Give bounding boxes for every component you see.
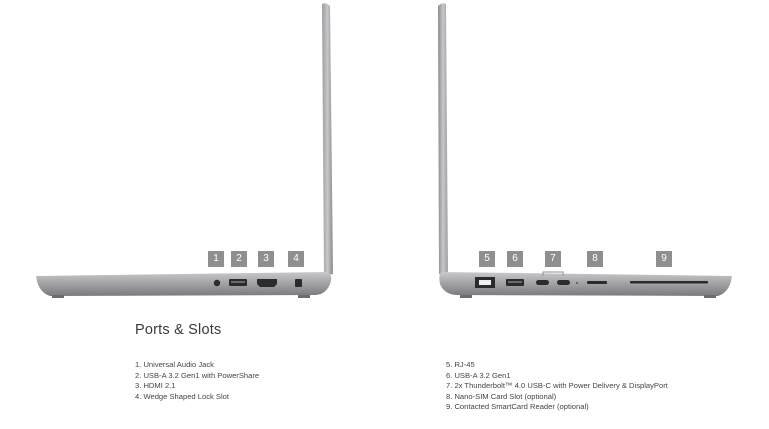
- list-item: 7. 2x Thunderbolt™ 4.0 USB-C with Power …: [446, 381, 668, 391]
- port-usb-c-icon: [536, 280, 549, 285]
- laptop-left-side-view: [36, 3, 333, 298]
- port-badge-1: 1: [208, 251, 224, 267]
- list-item: 1. Universal Audio Jack: [135, 360, 214, 369]
- left-port-list: 1. Universal Audio Jack 2. USB-A 3.2 Gen…: [135, 360, 259, 402]
- port-badge-2: 2: [231, 251, 247, 267]
- port-usb-a-icon: [506, 279, 524, 286]
- lock-slot-icon: [295, 279, 302, 287]
- sim-slot-icon: [587, 281, 607, 284]
- port-badge-6: 6: [507, 251, 523, 267]
- right-port-list: 5. RJ-45 6. USB-A 3.2 Gen1 7. 2x Thunder…: [446, 360, 668, 413]
- port-badge-4: 4: [288, 251, 304, 267]
- port-hdmi-icon: [257, 279, 277, 287]
- laptop-right-side-view: [438, 3, 732, 298]
- section-title: Ports & Slots: [135, 322, 222, 338]
- port-badge-9: 9: [656, 251, 672, 267]
- port-rj45-icon: [475, 277, 495, 288]
- list-item: 5. RJ-45: [446, 360, 475, 369]
- smartcard-slot-icon: [630, 281, 708, 284]
- list-item: 4. Wedge Shaped Lock Slot: [135, 391, 230, 401]
- port-usb-a-icon: [229, 279, 247, 286]
- port-badge-5: 5: [479, 251, 495, 267]
- port-badge-3: 3: [258, 251, 274, 267]
- list-item: 8. Nano-SIM Card Slot (optional): [446, 391, 557, 401]
- list-item: 6. USB-A 3.2 Gen1: [446, 370, 511, 380]
- port-badge-8: 8: [587, 251, 603, 267]
- list-item: 2. USB-A 3.2 Gen1 with PowerShare: [135, 370, 260, 380]
- port-usb-c-icon: [557, 280, 570, 285]
- port-badge-7: 7: [545, 251, 561, 267]
- port-audio-jack-icon: [213, 279, 221, 287]
- list-item: 3. HDMI 2.1: [135, 381, 176, 391]
- list-item: 9. Contacted SmartCard Reader (optional): [446, 402, 589, 412]
